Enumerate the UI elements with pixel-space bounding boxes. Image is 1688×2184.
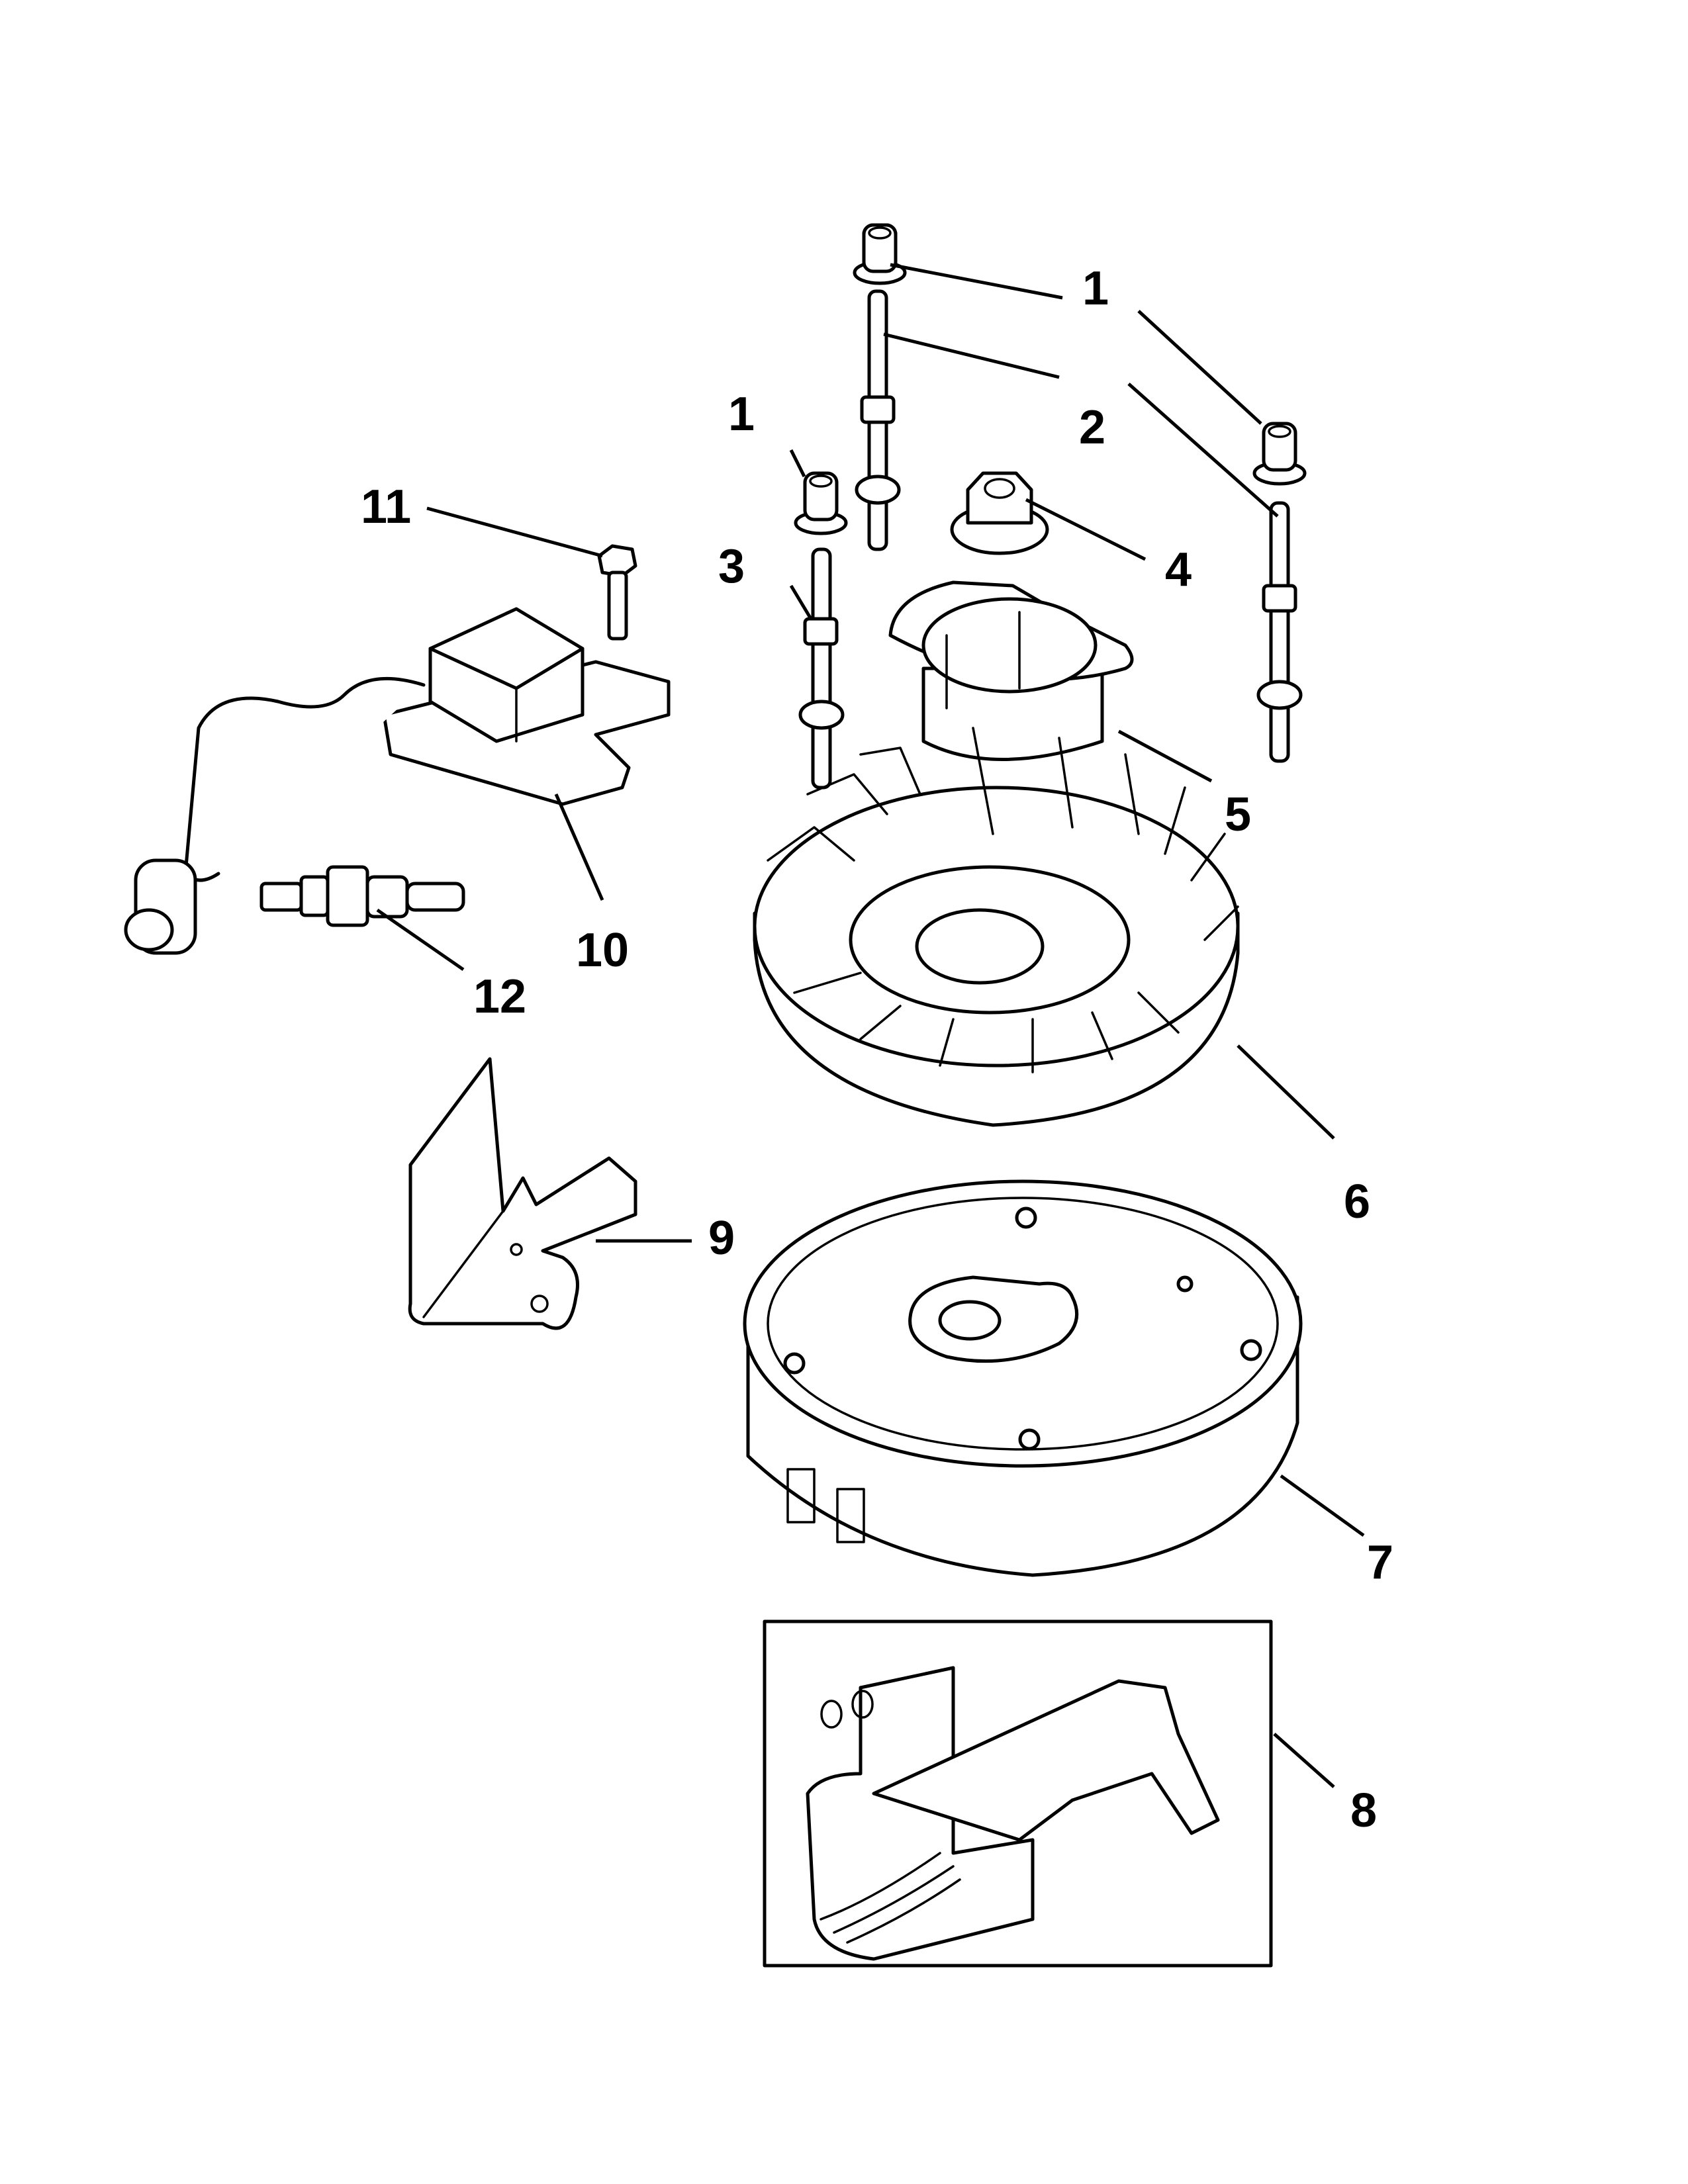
starter-cup xyxy=(888,580,1134,761)
callout-8: 8 xyxy=(1350,1784,1378,1837)
callout-2: 2 xyxy=(1079,401,1106,454)
stud-center xyxy=(855,289,901,551)
flywheel xyxy=(743,1179,1303,1577)
callout-6: 6 xyxy=(1344,1175,1371,1228)
callout-11: 11 xyxy=(361,480,412,533)
cooling-fan xyxy=(753,727,1240,1127)
callout-4: 4 xyxy=(1165,543,1192,596)
stud-right xyxy=(1256,501,1303,763)
collar-top-center xyxy=(853,223,907,285)
brake-assembly xyxy=(763,1619,1273,1968)
collar-left xyxy=(794,471,848,535)
callout-1-left: 1 xyxy=(728,388,755,441)
shield xyxy=(408,1057,637,1330)
callout-9: 9 xyxy=(708,1212,735,1265)
screw xyxy=(597,544,637,641)
ignition-coil xyxy=(124,607,671,955)
callout-7: 7 xyxy=(1367,1536,1394,1589)
stud-left xyxy=(798,547,845,790)
leader-lines xyxy=(376,263,1365,1788)
spark-plug xyxy=(259,865,465,927)
callout-12: 12 xyxy=(473,970,527,1023)
flange-nut xyxy=(950,471,1049,555)
callout-1-top: 1 xyxy=(1082,262,1109,315)
callout-3: 3 xyxy=(718,540,745,593)
callout-5: 5 xyxy=(1225,788,1252,841)
callout-10: 10 xyxy=(576,924,630,977)
collar-right xyxy=(1252,422,1307,486)
